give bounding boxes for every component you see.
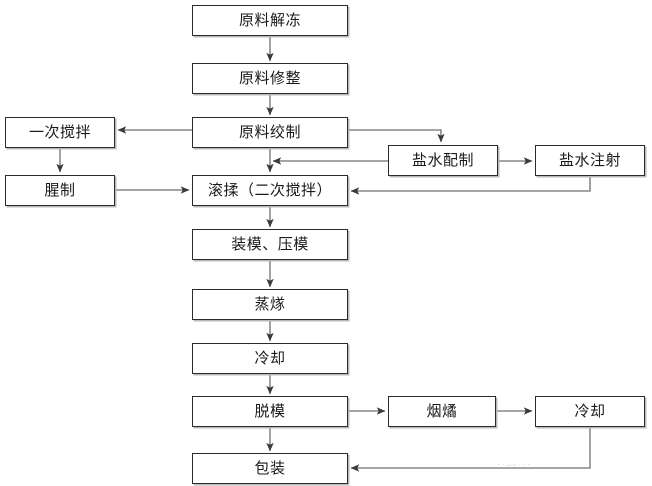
node-demolding-label: 脱模 [254,402,286,420]
node-demolding[interactable]: 脱模 [192,396,348,427]
node-brine-injection-label: 盐水注射 [558,151,621,169]
node-molding[interactable]: 装模、压模 [192,229,348,260]
node-first-mixing-label: 一次搅拌 [28,123,91,141]
node-cooling-second-label: 冷却 [574,402,606,420]
node-mince[interactable]: 原料绞制 [192,117,348,148]
node-smoking[interactable]: 烟燏 [388,396,496,427]
node-brine-preparation-label: 盐水配制 [411,151,474,169]
watermark-text: ··—··· [497,458,532,471]
edge-mince-brine [348,129,445,143]
node-molding-label: 装模、压模 [231,235,309,253]
node-packaging-label: 包装 [254,459,286,477]
node-cooling-first[interactable]: 冷却 [192,343,348,374]
node-cooling-second[interactable]: 冷却 [535,396,645,427]
edge-inject-tumble [350,176,591,195]
node-steaming[interactable]: 蒸煫 [192,289,348,320]
node-steaming-label: 蒸煫 [254,295,286,313]
node-thaw[interactable]: 原料解冻 [192,5,348,36]
node-trim[interactable]: 原料修整 [192,63,348,94]
node-smoking-label: 烟燏 [426,402,458,420]
node-brine-injection[interactable]: 盐水注射 [535,145,645,176]
node-cooling-first-label: 冷却 [254,349,286,367]
node-curing[interactable]: 腥制 [5,175,115,206]
node-packaging[interactable]: 包装 [192,453,348,484]
node-first-mixing[interactable]: 一次搅拌 [5,117,115,148]
node-curing-label: 腥制 [44,181,76,199]
node-trim-label: 原料修整 [238,69,301,87]
node-mince-label: 原料绞制 [238,123,301,141]
node-brine-preparation[interactable]: 盐水配制 [388,145,498,176]
node-thaw-label: 原料解冻 [238,11,301,29]
node-tumbling[interactable]: 滚揉（二次搅拌） [192,175,348,206]
edge-cool2-pack [350,427,591,472]
node-tumbling-label: 滚揉（二次搅拌） [207,181,332,199]
